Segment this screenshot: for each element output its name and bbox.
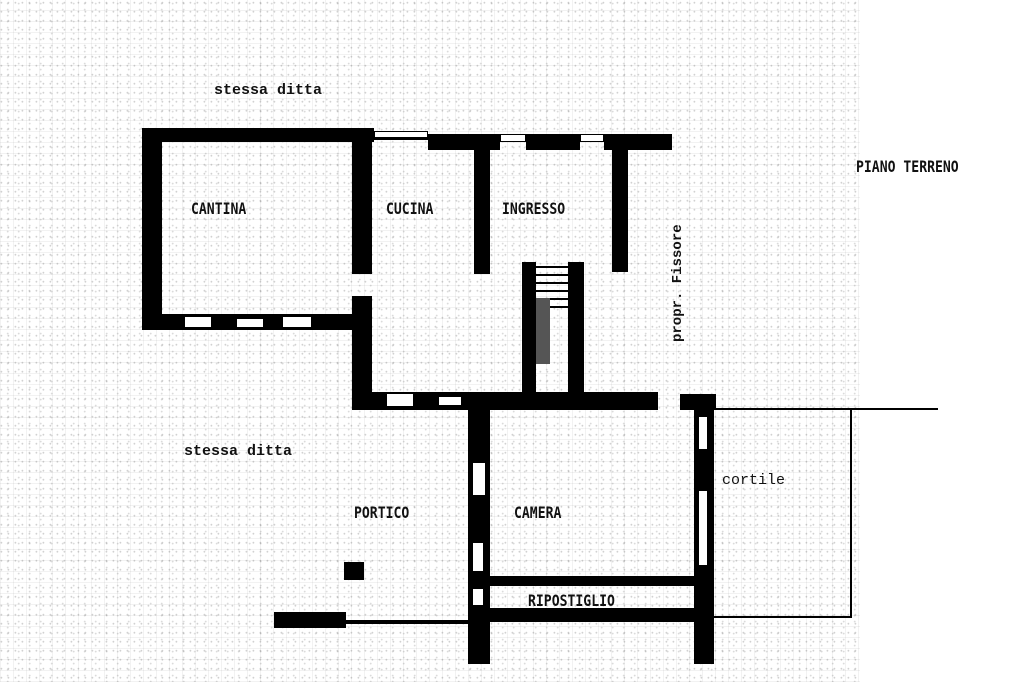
ingresso-window-top-1 (500, 134, 526, 142)
cucina-window-bottom-2 (438, 396, 462, 406)
cucina-wall-left-lower (352, 296, 372, 410)
room-label-camera: CAMERA (514, 503, 562, 522)
stair-wall-right (568, 262, 584, 392)
cantina-window-3 (282, 316, 312, 328)
ingresso-window-top-2 (580, 134, 604, 142)
cortile-bottom-line (714, 616, 852, 618)
stair-wall-left (522, 262, 536, 392)
portico-pillar (344, 562, 364, 580)
room-label-cucina: CUCINA (386, 199, 434, 218)
room-label-cantina: CANTINA (191, 199, 247, 218)
camera-window-right-1 (698, 416, 708, 450)
neighbor-label-left: stessa ditta (184, 443, 293, 460)
plan-title: PIANO TERRENO (856, 157, 959, 176)
camera-window-left-2 (472, 542, 484, 572)
ripostiglio-wall-bottom (472, 608, 694, 622)
room-label-portico: PORTICO (354, 503, 410, 522)
cortile-top-line (716, 408, 938, 410)
room-label-cortile: cortile (722, 472, 786, 489)
ingresso-wall-right (612, 140, 628, 272)
neighbor-label-right: propr. Fissore (670, 224, 686, 342)
neighbor-label-top: stessa ditta (214, 82, 323, 99)
staircase-icon (522, 262, 586, 390)
camera-window-right-2 (698, 490, 708, 566)
room-label-ingresso: INGRESSO (502, 199, 566, 218)
top-wall-ingresso (526, 134, 580, 150)
ripostiglio-door (472, 588, 484, 606)
cantina-window-1 (184, 316, 212, 328)
scan-noise-texture (0, 0, 860, 682)
cantina-wall-left (142, 128, 162, 330)
camera-ripostiglio-wall (472, 576, 694, 586)
cucina-window-bottom-1 (386, 393, 414, 407)
cortile-right-line (850, 408, 852, 618)
room-label-ripostiglio: RIPOSTIGLIO (528, 591, 615, 610)
camera-wall-left (468, 392, 490, 664)
portico-wall-thick (274, 612, 346, 628)
cucina-ingresso-wall (474, 140, 490, 274)
cantina-cucina-wall (352, 128, 372, 274)
portico-wall-thin (346, 620, 470, 624)
camera-wall-top (466, 392, 658, 410)
cantina-window-2 (236, 318, 264, 328)
cantina-wall-top (142, 128, 374, 142)
cucina-window-top (374, 131, 428, 138)
camera-window-left-1 (472, 462, 486, 496)
